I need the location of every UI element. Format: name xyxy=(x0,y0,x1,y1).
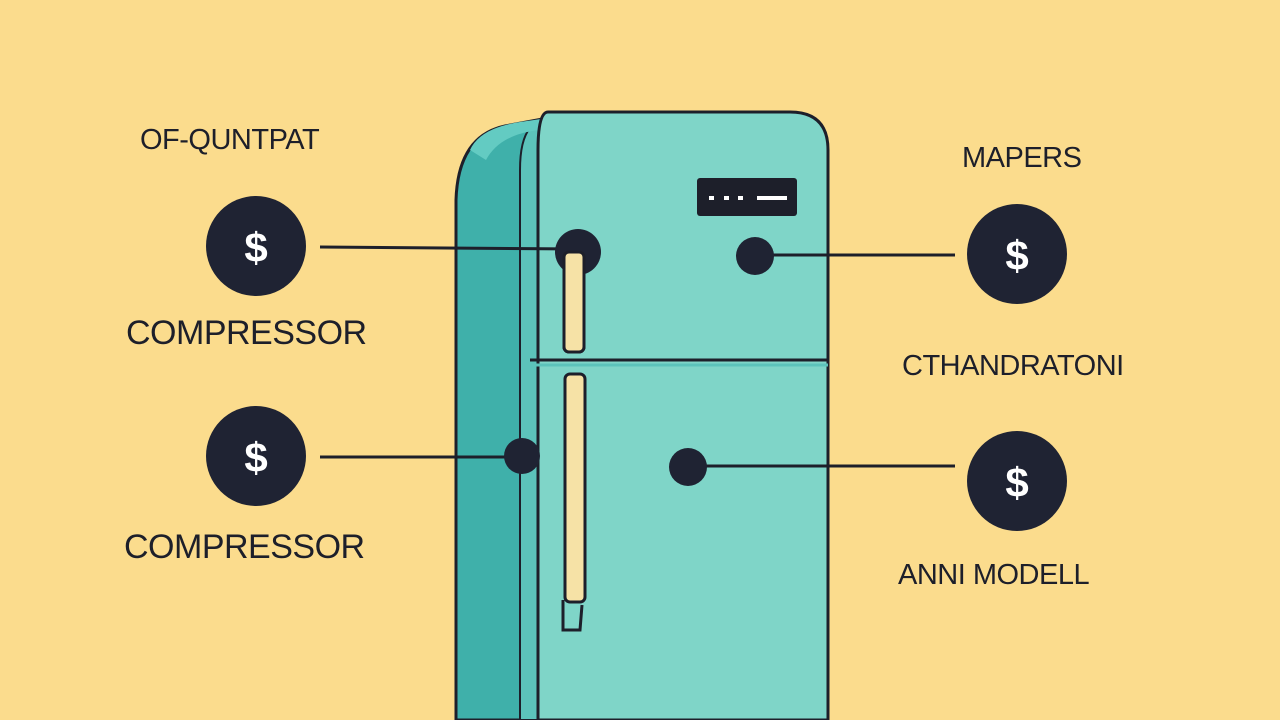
dollar-sign-icon: $ xyxy=(244,224,267,271)
label-bottom-right: ANNI MODELL xyxy=(898,559,1090,591)
lower-door-handle xyxy=(561,372,587,632)
dollar-badge-bottom-right: $ xyxy=(967,431,1067,531)
leader-lines xyxy=(319,245,955,468)
label-middle-left: COMPRESSOR xyxy=(126,314,367,352)
label-middle-right: CTHANDRATONI xyxy=(902,350,1124,382)
connector-dot-lower-handle xyxy=(504,438,540,474)
dollar-badge-top-right: $ xyxy=(967,204,1067,304)
display-panel-icon xyxy=(697,178,797,216)
label-bottom-left: COMPRESSOR xyxy=(124,528,365,566)
dollar-sign-icon: $ xyxy=(1005,459,1028,506)
connector-dot-lower-right xyxy=(669,448,707,486)
dollar-badge-top-left: $ xyxy=(206,196,306,296)
dollar-sign-icon: $ xyxy=(1005,232,1028,279)
refrigerator-icon xyxy=(454,110,830,720)
label-top-left: OF-QUNTPAT xyxy=(140,124,320,156)
connector-dot-upper-right xyxy=(736,237,774,275)
label-top-right: MAPERS xyxy=(962,142,1082,174)
fridge-top-edge xyxy=(470,118,548,160)
dollar-badge-bottom-left: $ xyxy=(206,406,306,506)
dollar-sign-icon: $ xyxy=(244,434,267,481)
leader-line-top-left xyxy=(319,245,579,251)
